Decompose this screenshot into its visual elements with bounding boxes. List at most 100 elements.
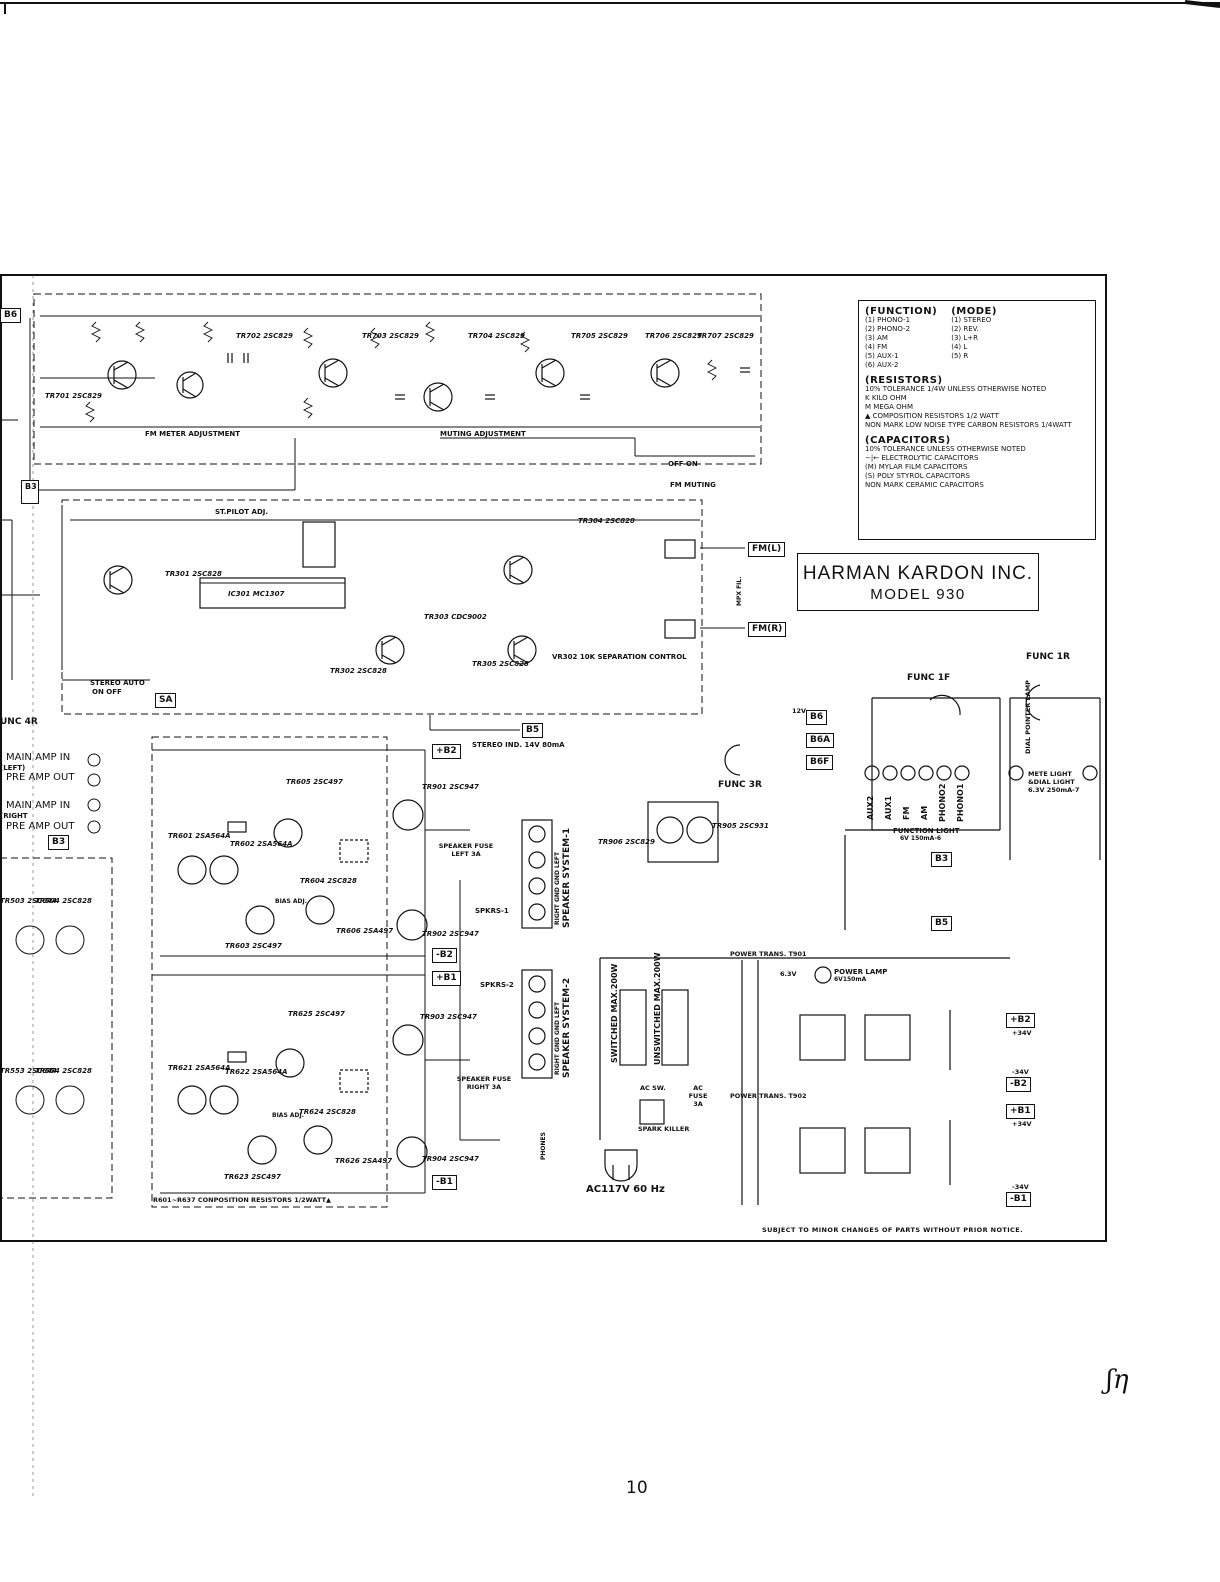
transistor-label: TR626 2SA497 bbox=[335, 1157, 393, 1165]
unswitched-outlet-label: UNSWITCHED MAX.200W bbox=[653, 952, 662, 1065]
mode-item: (5) R bbox=[951, 352, 969, 360]
transistor-label: TR903 2SC947 bbox=[420, 1013, 477, 1021]
resistor-note: 10% TOLERANCE 1/4W UNLESS OTHERWISE NOTE… bbox=[865, 385, 1047, 393]
company-name: HARMAN KARDON INC. bbox=[802, 563, 1034, 584]
capacitor-note: (M) MYLAR FILM CAPACITORS bbox=[865, 463, 968, 471]
bus-tag-minus-b1: -B1 bbox=[432, 1175, 457, 1190]
bus-tag-b6: B6 bbox=[0, 308, 22, 323]
selector-phono1: PHONO1 bbox=[956, 783, 965, 822]
transistor-label: TR622 2SA564A bbox=[225, 1068, 288, 1076]
bus-tag-b5-right: B5 bbox=[931, 916, 953, 931]
capacitor-note: (S) POLY STYROL CAPACITORS bbox=[865, 472, 970, 480]
resistor-note: M MEGA OHM bbox=[865, 403, 913, 411]
capacitor-note: NON MARK CERAMIC CAPACITORS bbox=[865, 481, 984, 489]
bus-tag-b5: B5 bbox=[522, 723, 544, 738]
mpx-section bbox=[61, 499, 745, 731]
bus-tag-minus-b2: -B2 bbox=[432, 948, 457, 963]
legend-box: (FUNCTION) (1) PHONO-1 (2) PHONO-2 (3) A… bbox=[858, 300, 1096, 540]
transistor-label: TR621 2SA564A bbox=[168, 1064, 231, 1072]
separation-control-label: VR302 10K SEPARATION CONTROL bbox=[552, 653, 687, 661]
stereo-ind-label: STEREO IND. 14V 80mA bbox=[472, 741, 565, 749]
function-item: (4) FM bbox=[865, 343, 888, 351]
capacitor-note: 10% TOLERANCE UNLESS OTHERWISE NOTED bbox=[865, 445, 1026, 453]
function-heading: (FUNCTION) bbox=[865, 306, 938, 317]
transistor-label: TR305 2SC828 bbox=[472, 660, 529, 668]
transistor-label: TR703 2SC829 bbox=[362, 332, 419, 340]
transistor-label: TR303 CDC9002 bbox=[424, 613, 487, 621]
function-item: (2) PHONO-2 bbox=[865, 325, 911, 333]
bus-tag-b6f: B6F bbox=[806, 755, 834, 770]
transistor-label: TR301 2SC828 bbox=[165, 570, 222, 578]
stereo-auto-label: STEREO AUTO bbox=[90, 679, 145, 687]
meter-light-label: METE LIGHT bbox=[1028, 770, 1072, 778]
func-3r-label: FUNC 3R bbox=[718, 780, 762, 790]
minus34v-label-1: -34V bbox=[1012, 1068, 1029, 1076]
mode-item: (2) REV. bbox=[951, 325, 979, 333]
bias-adj-label-2: BIAS ADJ. bbox=[272, 1112, 304, 1119]
output-fm-right: FM(R) bbox=[748, 622, 787, 637]
plus34v-label-1: +34V bbox=[1012, 1029, 1032, 1037]
right-channel-label: (RIGHT bbox=[0, 812, 28, 820]
transistor-label: TR704 2SC829 bbox=[468, 332, 525, 340]
transistor-label: TR605 2SC497 bbox=[286, 778, 343, 786]
spkrs-1-label: SPKRS-1 bbox=[475, 907, 509, 915]
dial-pointer-lamp-label: DIAL POINTER LAMP bbox=[1024, 680, 1032, 754]
function-light-spec: 6V 150mA-6 bbox=[900, 835, 941, 842]
transistor-label: TR902 2SC947 bbox=[422, 930, 479, 938]
plus34v-label-2: +34V bbox=[1012, 1120, 1032, 1128]
minus34v-label-2: -34V bbox=[1012, 1183, 1029, 1191]
transistor-label: TR904 2SC947 bbox=[422, 1155, 479, 1163]
function-item: (3) AM bbox=[865, 334, 888, 342]
function-light-label: FUNCTION LIGHT bbox=[893, 827, 960, 835]
speaker-terminals-2-label: RIGHT GND GND LEFT bbox=[554, 1001, 561, 1075]
page-top-rule bbox=[0, 0, 1220, 14]
fm-if-transistors bbox=[107, 358, 680, 412]
selector-aux2: AUX2 bbox=[866, 795, 875, 820]
speaker-terminals-1-label: RIGHT GND GND LEFT bbox=[554, 851, 561, 925]
function-item: (1) PHONO-1 bbox=[865, 316, 911, 324]
stereo-auto-onoff: ON OFF bbox=[92, 688, 122, 696]
fm-muting-label: FM MUTING bbox=[670, 481, 716, 489]
ac-switch-label: AC SW. bbox=[640, 1084, 666, 1092]
power-trans-t901-label: POWER TRANS. T901 bbox=[730, 950, 807, 958]
function-item: (6) AUX-2 bbox=[865, 361, 899, 369]
resistor-note: NON MARK LOW NOISE TYPE CARBON RESISTORS… bbox=[865, 421, 1072, 429]
transistor-label: TR503 2SC644 bbox=[0, 897, 57, 905]
mpx-coils bbox=[302, 521, 696, 639]
selector-fm: FM bbox=[902, 806, 911, 820]
page-number: 10 bbox=[626, 1478, 648, 1498]
capacitor-note: −|← ELECTROLYTIC CAPACITORS bbox=[865, 454, 979, 462]
resistor-note: K KILO OHM bbox=[865, 394, 907, 402]
function-item: (5) AUX-1 bbox=[865, 352, 899, 360]
mode-item: (1) STEREO bbox=[951, 316, 992, 324]
power-amp-section bbox=[151, 736, 500, 1208]
v63-label: 6.3V bbox=[780, 970, 797, 978]
speaker-system-2-label: SPEAKER SYSTEM-2 bbox=[562, 977, 572, 1078]
transistor-label: TR702 2SC829 bbox=[236, 332, 293, 340]
mpx-transistors bbox=[103, 555, 537, 665]
muting-adj-label: MUTING ADJUSTMENT bbox=[440, 430, 526, 438]
bias-adj-label-1: BIAS ADJ. bbox=[275, 898, 307, 905]
transistor-label: TR625 2SC497 bbox=[288, 1010, 345, 1018]
bus-tag-plus-b2-psu: +B2 bbox=[1006, 1013, 1035, 1028]
title-block: HARMAN KARDON INC. MODEL 930 bbox=[797, 553, 1039, 611]
bus-tag-b3-right: B3 bbox=[931, 852, 953, 867]
transistor-label: TR906 2SC829 bbox=[598, 838, 655, 846]
fm-meter-adj-label: FM METER ADJUSTMENT bbox=[145, 430, 241, 438]
bus-tag-plus-b2: +B2 bbox=[432, 744, 461, 759]
resistor-note: ▲ COMPOSITION RESISTORS 1/2 WATT bbox=[865, 412, 999, 420]
switched-outlet-label: SWITCHED MAX.200W bbox=[610, 963, 619, 1063]
power-lamp-label: POWER LAMP bbox=[834, 968, 888, 976]
st-pilot-adj-label: ST.PILOT ADJ. bbox=[215, 508, 269, 516]
transistor-label: TR553 2SC644 bbox=[0, 1067, 57, 1075]
transistor-label: TR705 2SC829 bbox=[571, 332, 628, 340]
transistor-label: TR701 2SC829 bbox=[45, 392, 102, 400]
mode-item: (3) L+R bbox=[951, 334, 978, 342]
power-trans-t902-label: POWER TRANS. T902 bbox=[730, 1092, 807, 1100]
transistor-label: TR602 2SA564A bbox=[230, 840, 293, 848]
off-on-label: OFF ON bbox=[668, 460, 698, 468]
model-name: MODEL 930 bbox=[870, 586, 966, 603]
transistor-label: TR901 2SC947 bbox=[422, 783, 479, 791]
transistor-label: TR302 2SC828 bbox=[330, 667, 387, 675]
resistors-heading: (RESISTORS) bbox=[865, 375, 943, 386]
